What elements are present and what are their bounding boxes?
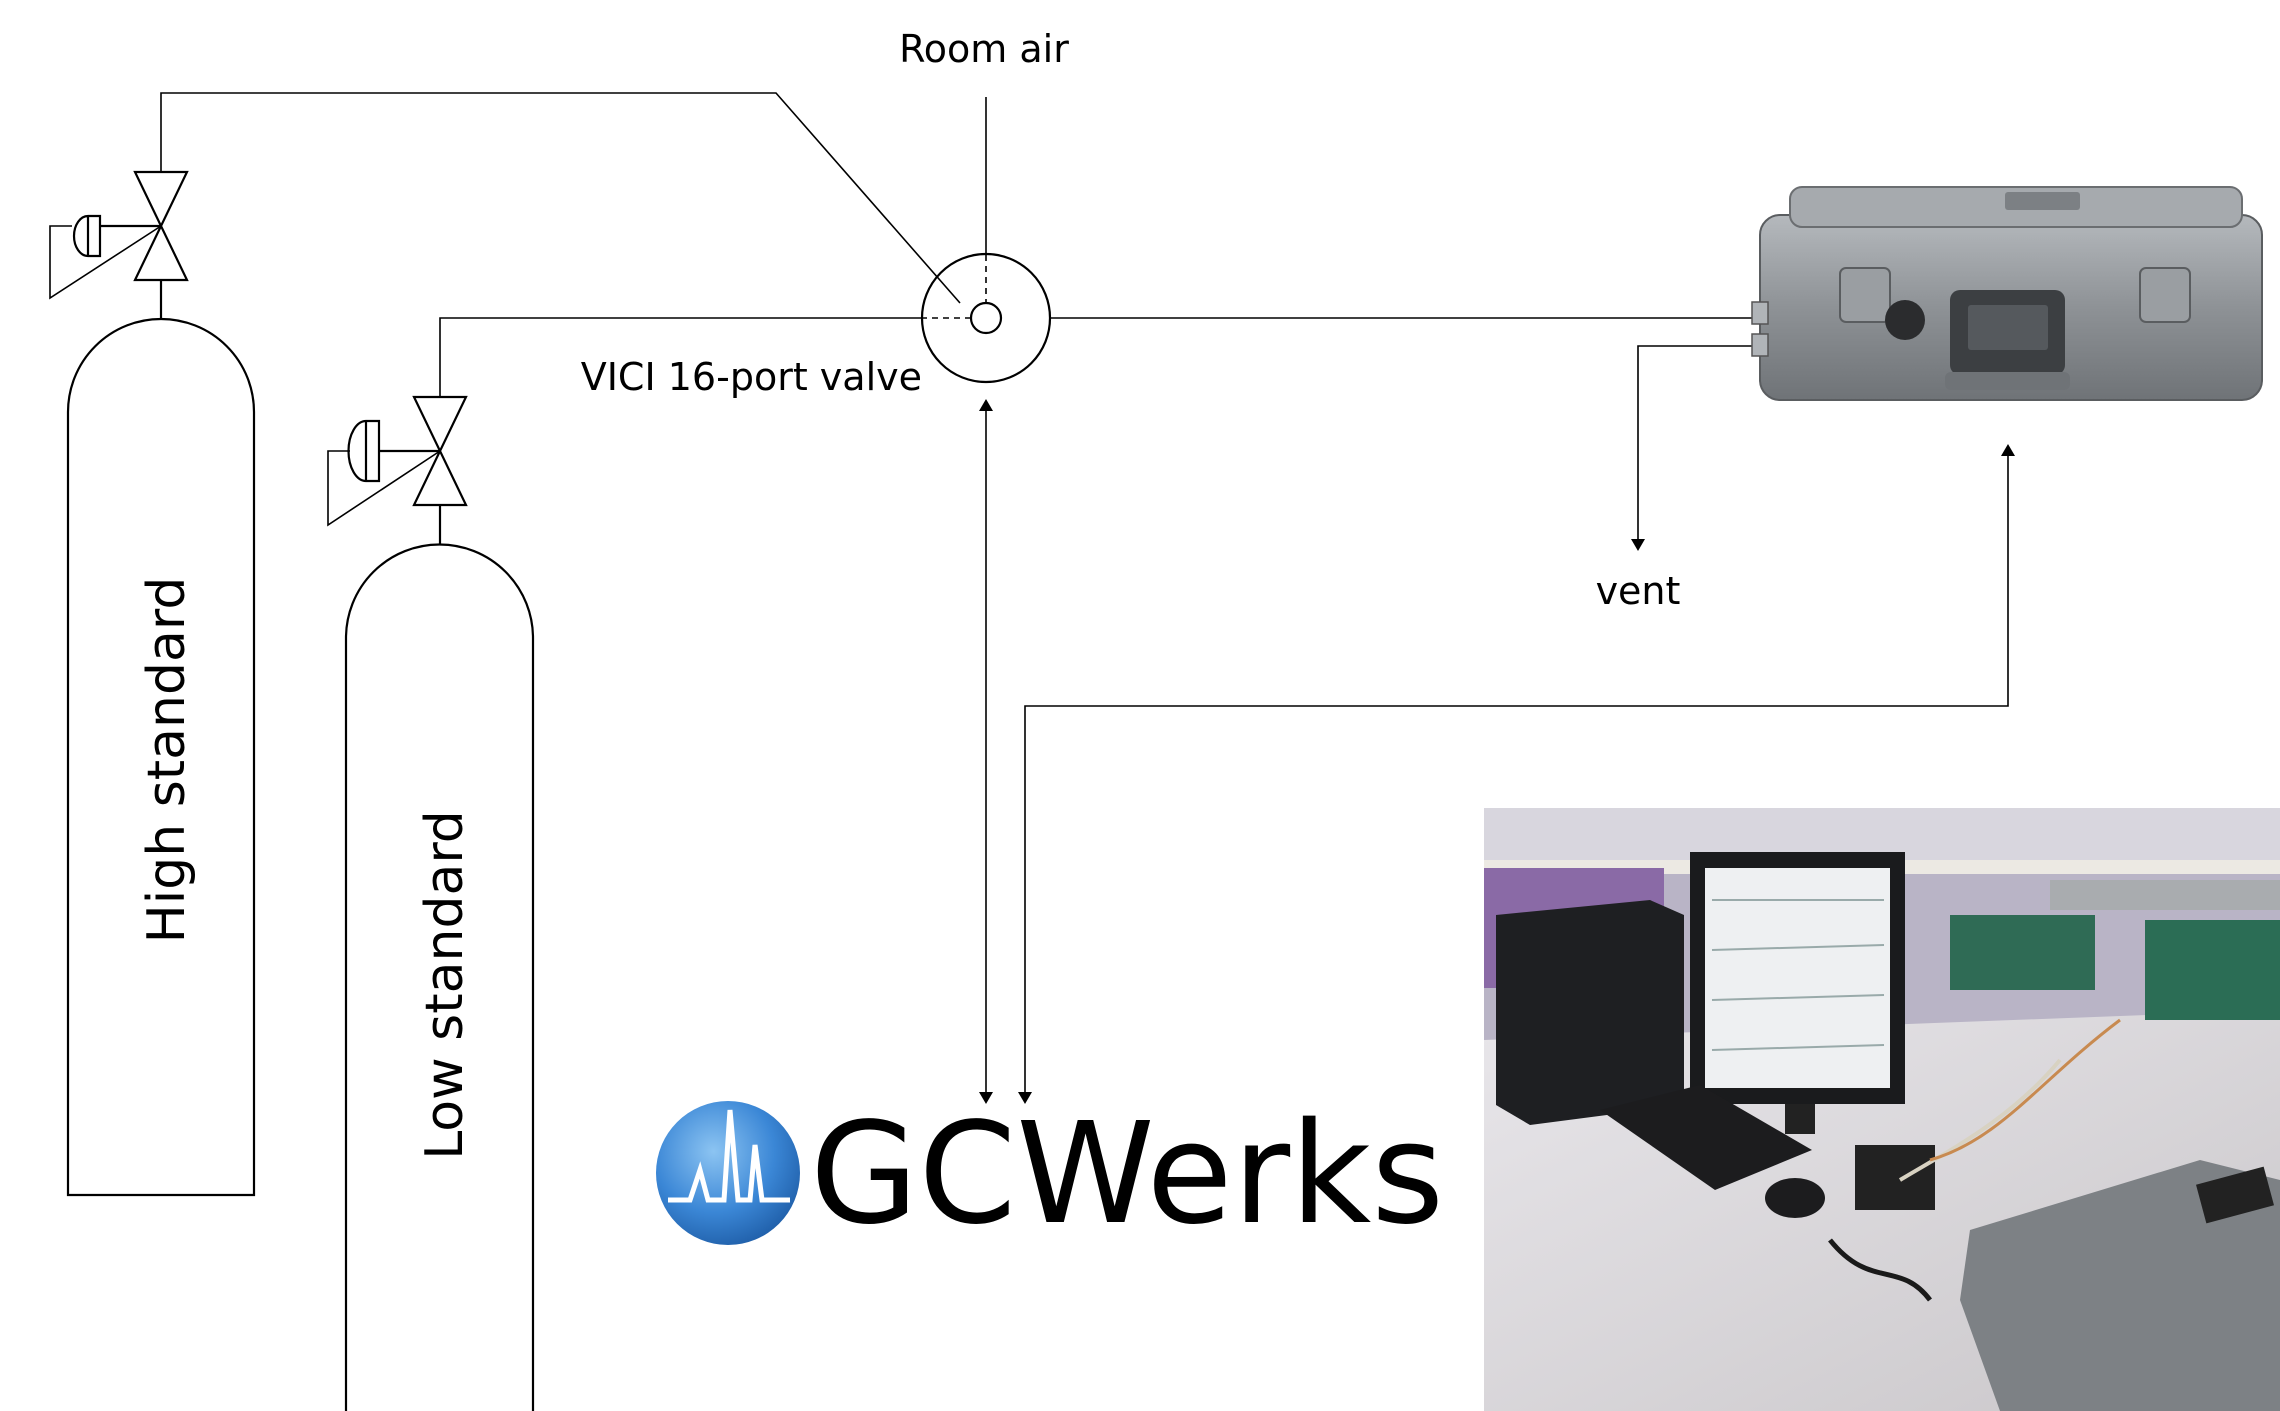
logo-text: GCWerks [810, 1093, 1444, 1256]
valve-label: VICI 16-port valve [581, 355, 922, 399]
analyzer-case-image [1751, 186, 2263, 401]
high-standard-cylinder: High standard [49, 170, 256, 1197]
room-air-label: Room air [899, 27, 1069, 71]
rotary-valve-icon [920, 252, 1052, 384]
gcwerks-logo: GCWerks [656, 1093, 1444, 1256]
pressure-regulator-icon [72, 214, 161, 258]
control-lines [979, 399, 2015, 1104]
low-standard-cylinder: Low standard [327, 395, 535, 1411]
gas-lines [160, 92, 1752, 551]
pressure-regulator-icon [347, 419, 440, 483]
regulator-valve-icon [133, 170, 189, 282]
regulator-valve-icon [412, 395, 468, 507]
lab-setup-photo [1484, 808, 2280, 1411]
vici-valve: VICI 16-port valve [581, 252, 1052, 399]
gas-cylinder-icon [66, 317, 256, 1197]
vent-label: vent [1596, 569, 1681, 613]
high-standard-label: High standard [137, 577, 197, 944]
low-standard-label: Low standard [415, 810, 475, 1160]
